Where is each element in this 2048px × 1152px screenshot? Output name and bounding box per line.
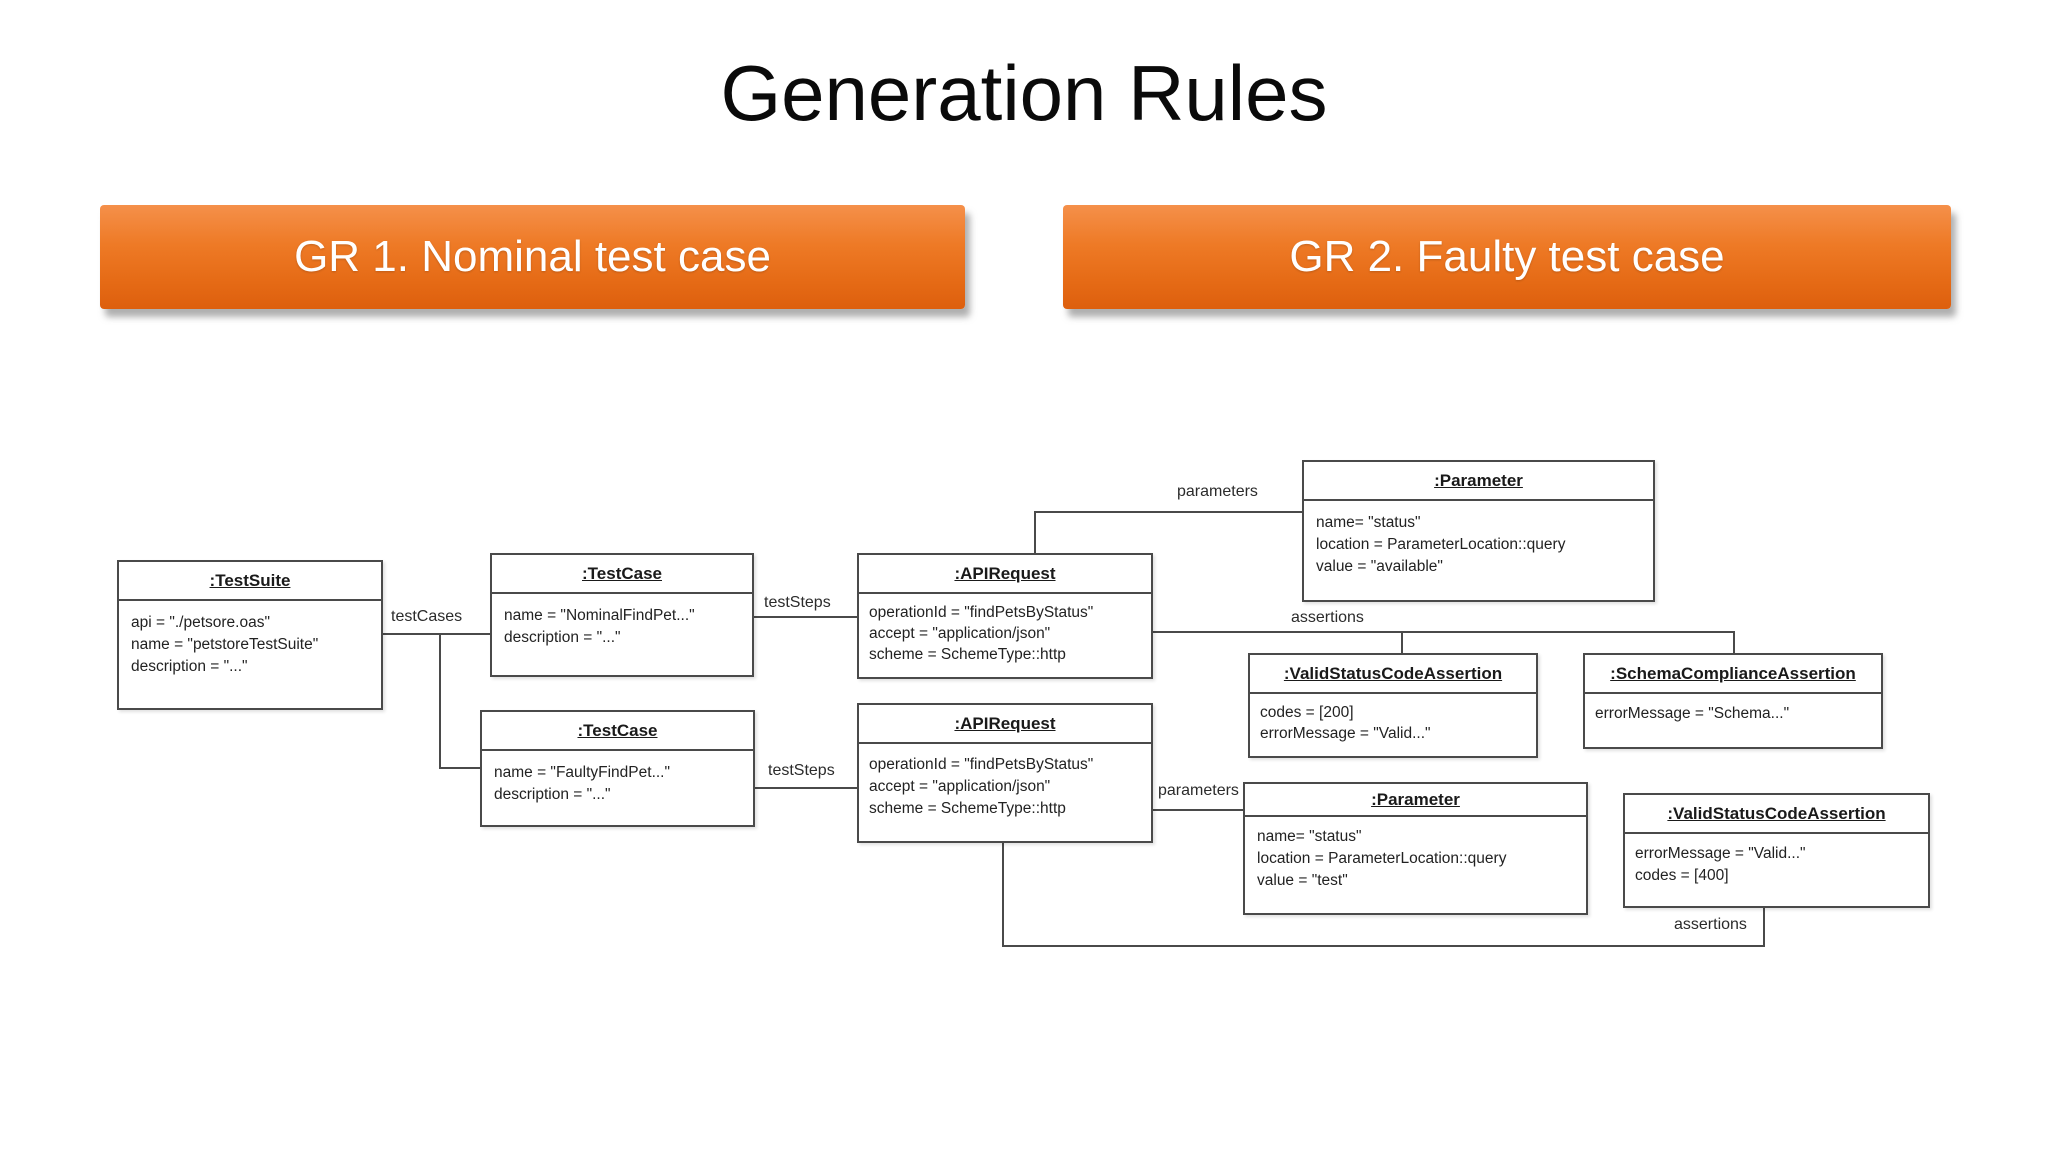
uml-attr: description = "..." [504,629,621,646]
uml-node-testcase-faulty: :TestCase name = "FaultyFindPet..." desc… [480,710,755,827]
uml-attr: name= "status" [1316,514,1421,531]
uml-attr: errorMessage = "Valid..." [1635,845,1806,862]
uml-attr: api = "./petsore.oas" [131,614,270,631]
banner-faulty-test-case: GR 2. Faulty test case [1063,205,1951,309]
connector-teststeps-nominal [754,616,858,618]
uml-node-title: :SchemaComplianceAssertion [1585,655,1881,694]
connector-assertions-nominal-v2 [1733,631,1735,655]
edge-label-testcases: testCases [391,608,463,625]
banner-nominal-label: GR 1. Nominal test case [294,232,771,281]
uml-node-validstatuscode-nominal: :ValidStatusCodeAssertion codes = [200] … [1248,653,1538,758]
uml-node-title: :Parameter [1304,462,1653,501]
banner-nominal-test-case: GR 1. Nominal test case [100,205,965,309]
uml-node-title: :ValidStatusCodeAssertion [1250,655,1536,694]
uml-node-title: :APIRequest [859,555,1151,594]
uml-node-schemacompliance: :SchemaComplianceAssertion errorMessage … [1583,653,1883,749]
uml-node-title: :APIRequest [859,705,1151,744]
uml-attr: operationId = "findPetsByStatus" [869,756,1094,773]
edge-label-parameters-nominal: parameters [1177,483,1258,500]
uml-node-parameter-faulty: :Parameter name= "status" location = Par… [1243,782,1588,915]
uml-attr: value = "test" [1257,872,1348,889]
connector-parameters-nominal-h [1034,511,1304,513]
uml-attr: codes = [400] [1635,867,1729,884]
uml-node-parameter-nominal: :Parameter name= "status" location = Par… [1302,460,1655,602]
uml-attr: name = "NominalFindPet..." [504,607,695,624]
edge-label-assertions-faulty: assertions [1674,916,1747,933]
uml-node-validstatuscode-faulty: :ValidStatusCodeAssertion errorMessage =… [1623,793,1930,908]
uml-attr: location = ParameterLocation::query [1316,536,1566,553]
uml-attr: errorMessage = "Schema..." [1595,705,1790,722]
uml-attr: codes = [200] [1260,704,1354,721]
uml-node-title: :Parameter [1245,784,1586,817]
edge-label-teststeps-faulty: testSteps [768,762,835,779]
uml-attr: scheme = SchemeType::http [869,646,1066,663]
uml-attr: name = "petstoreTestSuite" [131,636,319,653]
connector-teststeps-faulty [755,787,858,789]
uml-node-title: :TestCase [482,712,753,751]
edge-label-parameters-faulty: parameters [1158,782,1239,799]
uml-attr: accept = "application/json" [869,625,1051,642]
uml-attr: scheme = SchemeType::http [869,800,1066,817]
uml-attr: operationId = "findPetsByStatus" [869,604,1094,621]
connector-parameters-nominal-v [1034,511,1036,555]
connector-parameters-faulty-h [1151,809,1245,811]
connector-assertions-nominal-h [1151,631,1735,633]
uml-node-apirequest-nominal: :APIRequest operationId = "findPetsBySta… [857,553,1153,679]
connector-assertions-faulty-v1 [1002,841,1004,947]
uml-node-title: :TestCase [492,555,752,594]
uml-node-title: :ValidStatusCodeAssertion [1625,795,1928,834]
uml-attr: location = ParameterLocation::query [1257,850,1507,867]
connector-testcases-h2 [439,767,482,769]
uml-node-testsuite: :TestSuite api = "./petsore.oas" name = … [117,560,383,710]
edge-label-teststeps-nominal: testSteps [764,594,831,611]
uml-attr: name= "status" [1257,828,1362,845]
uml-attr: description = "..." [131,658,248,675]
uml-attr: accept = "application/json" [869,778,1051,795]
uml-node-apirequest-faulty: :APIRequest operationId = "findPetsBySta… [857,703,1153,843]
edge-label-assertions-nominal: assertions [1291,609,1364,626]
uml-node-title: :TestSuite [119,562,381,601]
uml-node-testcase-nominal: :TestCase name = "NominalFindPet..." des… [490,553,754,677]
connector-testcases-v [439,633,441,769]
uml-attr: name = "FaultyFindPet..." [494,764,670,781]
uml-attr: description = "..." [494,786,611,803]
connector-testcases-h1 [383,633,490,635]
connector-assertions-nominal-v1 [1401,631,1403,655]
uml-attr: value = "available" [1316,558,1443,575]
banner-faulty-label: GR 2. Faulty test case [1289,232,1725,281]
connector-assertions-faulty-v2 [1763,906,1765,947]
uml-attr: errorMessage = "Valid..." [1260,725,1431,742]
connector-assertions-faulty-h [1002,945,1765,947]
page-title: Generation Rules [720,49,1328,137]
